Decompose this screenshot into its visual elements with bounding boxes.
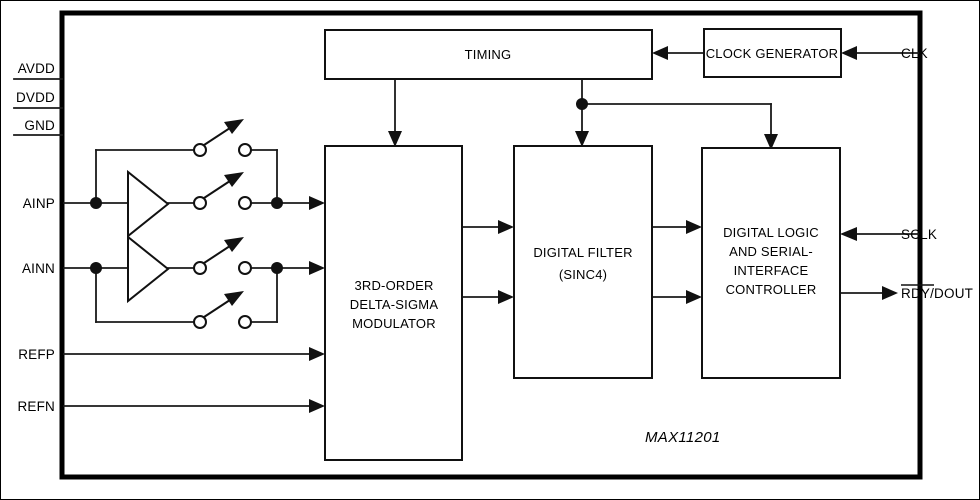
switch-blade-tip-ainn-bypass <box>224 291 244 306</box>
input-mux-switches <box>193 119 252 329</box>
arrow-timing-modulator <box>388 131 402 147</box>
pin-label-avdd: AVDD <box>18 61 55 76</box>
pin-label-ainp: AINP <box>23 196 55 211</box>
arrowheads <box>309 46 898 413</box>
switch-pole-ainp-bypass-right <box>238 143 252 157</box>
junction-dots <box>90 98 588 274</box>
block-timing-box <box>324 29 653 80</box>
pin-label-dvdd: DVDD <box>16 90 55 105</box>
block-modulator-line-3: MODULATOR <box>352 316 436 331</box>
block-timing-label: TIMING <box>465 47 512 62</box>
pin-label-refp: REFP <box>18 347 55 362</box>
arrow-filter-logic-a <box>686 220 702 234</box>
buffer-amp-ainp <box>127 169 170 239</box>
part-number-label: MAX11201 <box>645 429 721 446</box>
block-digital-logic-line-4: CONTROLLER <box>726 282 817 297</box>
pin-label-ainn: AINN <box>22 261 55 276</box>
pin-label-gnd: GND <box>24 118 55 133</box>
block-digital-filter-box <box>513 145 653 379</box>
buffer-amp-ainn <box>127 234 170 304</box>
block-clock-generator-label: CLOCK GENERATOR <box>706 46 839 61</box>
block-clock-generator-box <box>703 28 842 78</box>
block-modulator[interactable]: 3RD-ORDER DELTA-SIGMA MODULATOR <box>324 145 463 461</box>
block-timing[interactable]: TIMING <box>324 29 653 80</box>
pin-label-sclk: SCLK <box>901 227 937 242</box>
arrow-ainn-into-mod <box>309 261 325 275</box>
arrow-ainp-into-mod <box>309 196 325 210</box>
block-digital-logic-line-3: INTERFACE <box>734 263 809 278</box>
block-digital-logic[interactable]: DIGITAL LOGIC AND SERIAL- INTERFACE CONT… <box>701 147 841 379</box>
block-modulator-line-1: 3RD-ORDER <box>354 278 433 293</box>
switch-pole-ainp-bypass-left <box>193 143 207 157</box>
switch-blade-tip-ainp-bypass <box>224 119 244 134</box>
junction-ainn-split <box>90 262 102 274</box>
arrow-clk-into-clockgen <box>841 46 857 60</box>
switch-blade-tip-ainn-buffered <box>224 237 244 252</box>
switch-pole-ainp-buffered-left <box>193 196 207 210</box>
arrow-clockgen-into-timing <box>652 46 668 60</box>
arrow-refp-into-mod <box>309 347 325 361</box>
left-pin-labels: AVDD DVDD GND AINP AINN REFP REFN <box>16 61 55 414</box>
switch-pole-ainn-bypass-left <box>193 315 207 329</box>
junction-timing-branch <box>576 98 588 110</box>
block-digital-logic-box <box>701 147 841 379</box>
block-digital-filter-line-2: (SINC4) <box>559 267 607 282</box>
arrow-rdy-dout-out <box>882 286 898 300</box>
block-clock-generator[interactable]: CLOCK GENERATOR <box>703 28 842 78</box>
junction-ainn-merge <box>271 262 283 274</box>
chip-boundary <box>59 10 923 480</box>
arrow-filter-logic-b <box>686 290 702 304</box>
junction-ainp-merge <box>271 197 283 209</box>
arrow-sclk-into-logic <box>840 227 857 241</box>
block-digital-filter-line-1: DIGITAL FILTER <box>533 245 632 260</box>
pin-label-rdy-dout: RDY/DOUT <box>901 286 973 301</box>
block-modulator-line-2: DELTA-SIGMA <box>350 297 439 312</box>
block-digital-logic-line-1: DIGITAL LOGIC <box>723 225 819 240</box>
arrow-mod-filter-b <box>498 290 514 304</box>
switch-pole-ainn-bypass-right <box>238 315 252 329</box>
pin-label-clk: CLK <box>901 46 928 61</box>
block-digital-filter[interactable]: DIGITAL FILTER (SINC4) <box>513 145 653 379</box>
block-digital-logic-line-2: AND SERIAL- <box>729 244 813 259</box>
junction-ainp-split <box>90 197 102 209</box>
right-pin-labels: CLK SCLK RDY/DOUT <box>901 46 973 301</box>
switch-pole-ainn-buffered-right <box>238 261 252 275</box>
switch-blade-tip-ainp-buffered <box>224 172 244 187</box>
arrow-mod-filter-a <box>498 220 514 234</box>
switch-pole-ainn-buffered-left <box>193 261 207 275</box>
switch-pole-ainp-buffered-right <box>238 196 252 210</box>
functional-blocks: TIMING CLOCK GENERATOR 3RD-ORDER DELTA-S… <box>324 28 842 461</box>
pin-label-refn: REFN <box>17 399 55 414</box>
buffer-amplifiers <box>127 169 170 304</box>
arrow-timing-logic <box>764 134 778 150</box>
arrow-timing-filter <box>575 131 589 147</box>
arrow-refn-into-mod <box>309 399 325 413</box>
block-modulator-box <box>324 145 463 461</box>
